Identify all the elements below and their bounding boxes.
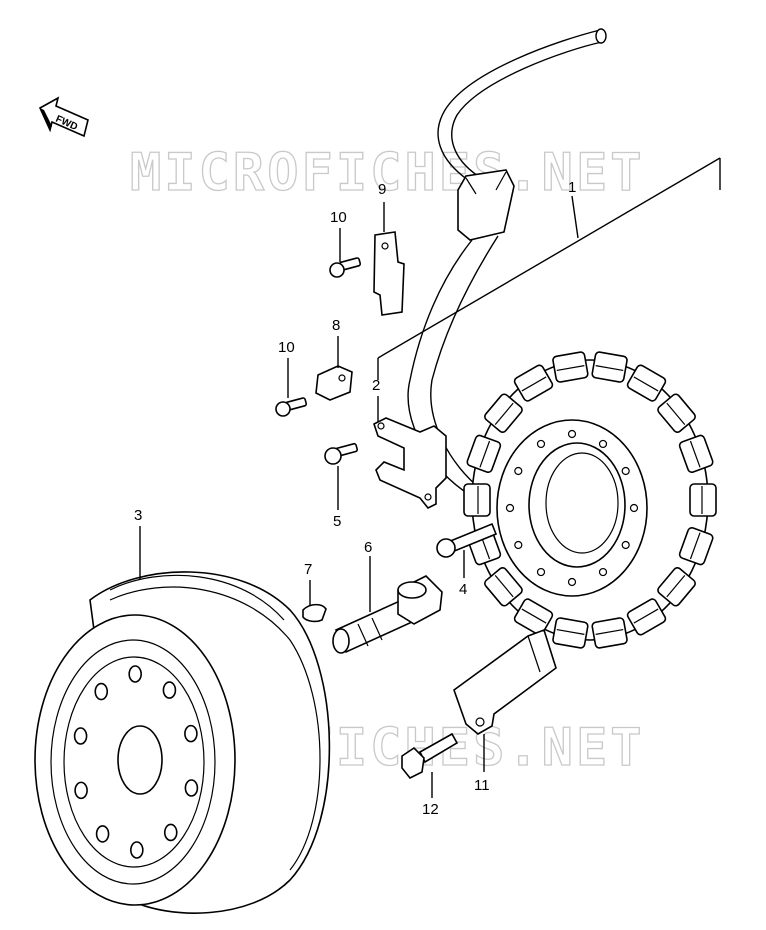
callout-12: 12 xyxy=(422,801,439,818)
stator-hole xyxy=(536,567,546,577)
stator-hole xyxy=(598,439,608,449)
stator-pole xyxy=(552,617,589,649)
stator-hole xyxy=(629,503,639,513)
callout-9: 9 xyxy=(378,181,386,198)
leader-lines xyxy=(139,195,579,798)
stator-pole xyxy=(463,483,491,517)
flywheel-rotor xyxy=(34,571,331,914)
watermark-top: MICROFICHES.NET xyxy=(130,143,645,203)
cover-plate-11 xyxy=(453,628,557,735)
rotor-hole xyxy=(95,825,110,843)
stator-hole xyxy=(514,540,523,550)
stator-hole xyxy=(505,503,515,513)
callout-3: 3 xyxy=(134,507,142,524)
callout-7: 7 xyxy=(304,561,312,578)
callout-6: 6 xyxy=(364,539,372,556)
callout-1: 1 xyxy=(568,179,576,196)
stator-pole xyxy=(591,617,628,649)
stator-pole xyxy=(657,566,696,607)
callout-8: 8 xyxy=(332,317,340,334)
callout-10-upper: 10 xyxy=(330,209,347,226)
stator-pole xyxy=(626,598,667,636)
wire-clamp-9 xyxy=(373,231,405,316)
callout-5: 5 xyxy=(333,513,341,530)
rotor-hole xyxy=(94,682,109,701)
stator-pole xyxy=(591,351,628,383)
rotor-hole xyxy=(163,823,178,842)
screw-10-upper xyxy=(329,257,362,278)
stator-pole xyxy=(626,364,667,402)
stator-pole xyxy=(484,393,523,434)
callout-2: 2 xyxy=(372,377,380,394)
rotor-hole xyxy=(73,727,88,745)
callout-10-lower: 10 xyxy=(278,339,295,356)
stator-pole xyxy=(513,364,554,402)
screw-4 xyxy=(436,522,498,558)
wire-clamp-8 xyxy=(315,365,353,401)
stator-hole xyxy=(536,439,546,449)
stator-pole xyxy=(552,351,589,383)
stator-hole xyxy=(621,540,630,550)
rotor-hole xyxy=(74,781,88,800)
rotor-hole xyxy=(162,681,177,699)
rotor-hole xyxy=(130,841,144,859)
screw-10-lower xyxy=(275,397,308,417)
stator-pole xyxy=(484,566,523,607)
bolt-6 xyxy=(332,575,443,654)
rotor-hole xyxy=(128,665,142,683)
stator-hole xyxy=(567,577,577,587)
rotor-hole xyxy=(184,779,199,797)
callout-4: 4 xyxy=(459,581,467,598)
stator-hole xyxy=(567,429,577,439)
key-7 xyxy=(302,603,327,623)
screw-5 xyxy=(324,442,359,465)
stator-pole xyxy=(689,483,717,517)
stator-hole xyxy=(598,567,608,577)
callout-11: 11 xyxy=(474,777,490,794)
stator-pole xyxy=(657,393,696,434)
stator-hole xyxy=(514,466,523,476)
rotor-hole xyxy=(184,724,198,743)
fwd-arrow-icon: FWD xyxy=(38,96,89,138)
stator-pole xyxy=(678,434,714,473)
stator-pole xyxy=(678,527,714,566)
bolt-12 xyxy=(401,732,459,780)
stator-hole xyxy=(621,466,630,476)
stator-group-bracket xyxy=(377,157,721,380)
stator-pole xyxy=(466,434,502,473)
wire-bracket-2 xyxy=(373,417,447,510)
stator-pole xyxy=(513,598,554,636)
stator xyxy=(463,351,717,649)
